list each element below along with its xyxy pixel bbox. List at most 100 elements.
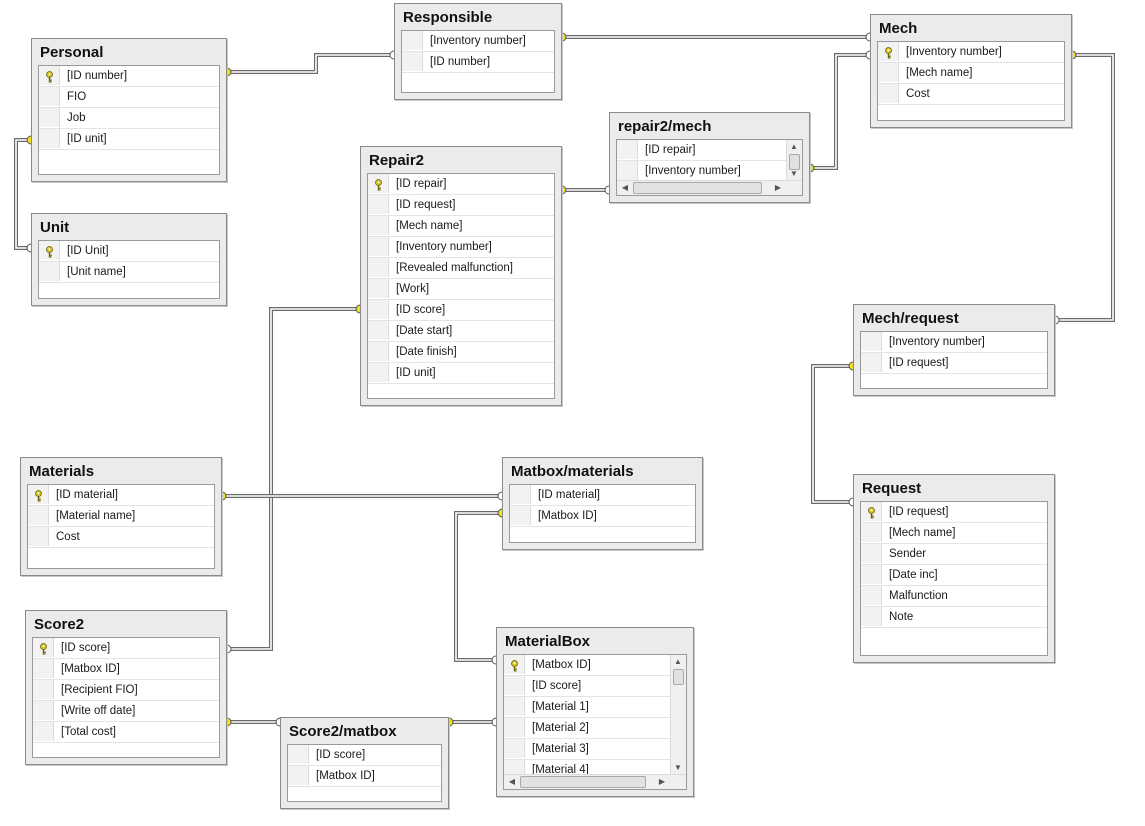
vertical-scrollbar[interactable]: ▲▼ bbox=[786, 140, 802, 181]
relationship-line[interactable] bbox=[227, 53, 394, 74]
row-selector[interactable] bbox=[861, 544, 882, 563]
column-row[interactable]: [ID repair] bbox=[617, 140, 802, 161]
column-row[interactable]: Sender bbox=[861, 544, 1047, 565]
row-selector[interactable] bbox=[504, 739, 525, 758]
table-title[interactable]: Matbox/materials bbox=[511, 463, 634, 480]
row-selector[interactable] bbox=[878, 84, 899, 103]
column-row[interactable]: [Matbox ID] bbox=[288, 766, 441, 787]
row-selector[interactable] bbox=[368, 363, 389, 382]
row-selector[interactable] bbox=[39, 129, 60, 148]
column-row[interactable]: [Inventory number] bbox=[878, 42, 1064, 63]
row-selector[interactable] bbox=[39, 66, 60, 85]
scroll-left-icon[interactable]: ◀ bbox=[508, 777, 516, 786]
horizontal-scrollbar[interactable]: ◀▶ bbox=[504, 774, 686, 789]
column-row[interactable]: [ID score] bbox=[368, 300, 554, 321]
column-row[interactable]: [Total cost] bbox=[33, 722, 219, 743]
row-selector[interactable] bbox=[33, 722, 54, 741]
scroll-right-icon[interactable]: ▶ bbox=[658, 777, 666, 786]
column-row[interactable]: [Material 2] bbox=[504, 718, 686, 739]
column-row[interactable]: [Date inc] bbox=[861, 565, 1047, 586]
column-row[interactable]: [Mech name] bbox=[368, 216, 554, 237]
row-selector[interactable] bbox=[368, 195, 389, 214]
row-selector[interactable] bbox=[510, 506, 531, 525]
column-row[interactable]: [ID material] bbox=[510, 485, 695, 506]
table-title[interactable]: Mech/request bbox=[862, 310, 959, 327]
column-row[interactable]: Cost bbox=[28, 527, 214, 548]
row-selector[interactable] bbox=[368, 258, 389, 277]
row-selector[interactable] bbox=[504, 655, 525, 674]
column-row[interactable]: [Inventory number] bbox=[861, 332, 1047, 353]
column-row[interactable]: Malfunction bbox=[861, 586, 1047, 607]
column-row[interactable]: [ID number] bbox=[39, 66, 219, 87]
table-title[interactable]: repair2/mech bbox=[618, 118, 712, 135]
column-row[interactable]: [Mech name] bbox=[878, 63, 1064, 84]
relationship-line[interactable] bbox=[14, 138, 31, 250]
row-selector[interactable] bbox=[39, 241, 60, 260]
table-title[interactable]: Repair2 bbox=[369, 152, 425, 169]
row-selector[interactable] bbox=[504, 718, 525, 737]
column-row[interactable]: [Material 3] bbox=[504, 739, 686, 760]
scroll-thumb[interactable] bbox=[673, 669, 684, 685]
column-row[interactable]: [ID request] bbox=[861, 353, 1047, 374]
scroll-thumb[interactable] bbox=[520, 776, 646, 788]
row-selector[interactable] bbox=[368, 174, 389, 193]
row-selector[interactable] bbox=[33, 701, 54, 720]
row-selector[interactable] bbox=[368, 237, 389, 256]
column-row[interactable]: [ID Unit] bbox=[39, 241, 219, 262]
column-row[interactable]: [ID unit] bbox=[39, 129, 219, 150]
table-mech[interactable]: Mech[Inventory number][Mech name]Cost bbox=[870, 14, 1072, 128]
row-selector[interactable] bbox=[368, 216, 389, 235]
row-selector[interactable] bbox=[39, 108, 60, 127]
row-selector[interactable] bbox=[28, 527, 49, 546]
row-selector[interactable] bbox=[33, 638, 54, 657]
table-materials[interactable]: Materials [ID material][Material name]Cos… bbox=[20, 457, 222, 576]
row-selector[interactable] bbox=[504, 676, 525, 695]
column-row[interactable]: Note bbox=[861, 607, 1047, 628]
horizontal-scrollbar[interactable]: ◀▶ bbox=[617, 180, 802, 195]
row-selector[interactable] bbox=[33, 680, 54, 699]
column-row[interactable]: [Unit name] bbox=[39, 262, 219, 283]
relationship-line[interactable] bbox=[811, 364, 853, 504]
table-title[interactable]: Unit bbox=[40, 219, 70, 236]
row-selector[interactable] bbox=[861, 502, 882, 521]
row-selector[interactable] bbox=[368, 279, 389, 298]
relationship-line[interactable] bbox=[227, 307, 360, 651]
table-materialbox[interactable]: MaterialBox[Matbox ID][ID score][Materia… bbox=[496, 627, 694, 797]
column-row[interactable]: [ID request] bbox=[368, 195, 554, 216]
scroll-down-icon[interactable]: ▼ bbox=[790, 169, 798, 178]
scroll-thumb[interactable] bbox=[789, 154, 800, 170]
row-selector[interactable] bbox=[861, 523, 882, 542]
row-selector[interactable] bbox=[861, 332, 882, 351]
row-selector[interactable] bbox=[288, 766, 309, 785]
column-row[interactable]: [ID score] bbox=[33, 638, 219, 659]
row-selector[interactable] bbox=[402, 31, 423, 50]
row-selector[interactable] bbox=[617, 161, 638, 180]
row-selector[interactable] bbox=[33, 659, 54, 678]
column-row[interactable]: [ID score] bbox=[288, 745, 441, 766]
column-row[interactable]: [Inventory number] bbox=[617, 161, 802, 182]
scroll-up-icon[interactable]: ▲ bbox=[790, 142, 798, 151]
column-row[interactable]: [Date start] bbox=[368, 321, 554, 342]
table-repair2[interactable]: Repair2[ID repair][ID request][Mech name… bbox=[360, 146, 562, 406]
column-row[interactable]: [Recipient FIO] bbox=[33, 680, 219, 701]
row-selector[interactable] bbox=[39, 262, 60, 281]
row-selector[interactable] bbox=[617, 140, 638, 159]
column-row[interactable]: [ID material] bbox=[28, 485, 214, 506]
column-row[interactable]: [Material name] bbox=[28, 506, 214, 527]
row-selector[interactable] bbox=[861, 607, 882, 626]
column-row[interactable]: [Inventory number] bbox=[368, 237, 554, 258]
row-selector[interactable] bbox=[368, 321, 389, 340]
column-row[interactable]: [Work] bbox=[368, 279, 554, 300]
column-row[interactable]: [Matbox ID] bbox=[510, 506, 695, 527]
row-selector[interactable] bbox=[510, 485, 531, 504]
table-repair2mech[interactable]: repair2/mech [ID repair][Inventory number… bbox=[609, 112, 810, 203]
table-title[interactable]: Request bbox=[862, 480, 922, 497]
row-selector[interactable] bbox=[504, 697, 525, 716]
scroll-right-icon[interactable]: ▶ bbox=[774, 183, 782, 192]
table-title[interactable]: Materials bbox=[29, 463, 95, 480]
column-row[interactable]: [ID score] bbox=[504, 676, 686, 697]
row-selector[interactable] bbox=[861, 353, 882, 372]
table-responsible[interactable]: Responsible[Inventory number][ID number] bbox=[394, 3, 562, 100]
table-score2[interactable]: Score2[ID score][Matbox ID][Recipient FI… bbox=[25, 610, 227, 765]
